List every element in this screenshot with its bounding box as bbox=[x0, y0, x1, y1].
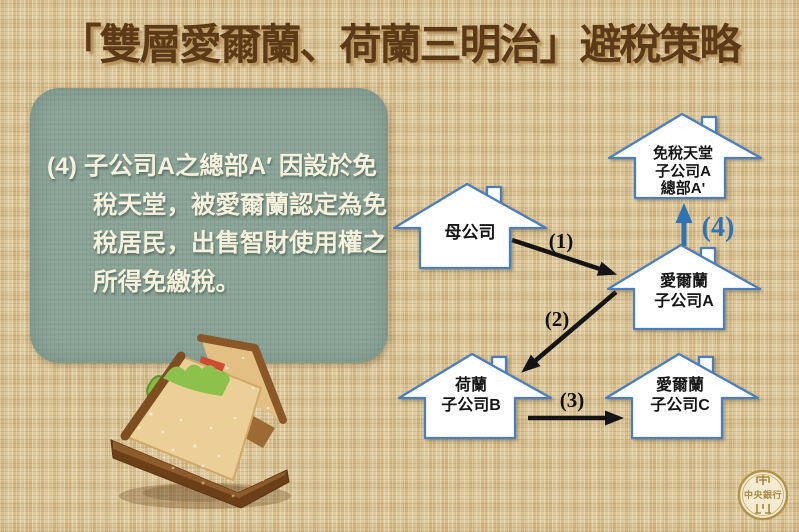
page-title: 「雙層愛爾蘭、荷蘭三明治」避稅策略 bbox=[59, 21, 741, 68]
arrow-2-label: (2) bbox=[545, 307, 570, 331]
arrow-1: (1) bbox=[511, 229, 618, 276]
house-netherlands-b: 荷蘭 子公司B bbox=[397, 352, 553, 440]
house-netherlands-b-label: 子公司B bbox=[441, 396, 501, 414]
arrow-4-label: (4) bbox=[702, 212, 735, 243]
house-icon bbox=[604, 352, 760, 440]
house-ireland-c-label: 子公司C bbox=[650, 396, 710, 414]
coin-emblem-icon bbox=[755, 475, 771, 514]
note-line: (4) 子公司A之總部A′ 因設於免 bbox=[47, 153, 377, 180]
arrow-4: (4) bbox=[675, 203, 735, 246]
house-ireland-a: 愛爾蘭 子公司A bbox=[606, 243, 762, 331]
house-parent-label: 母公司 bbox=[445, 223, 496, 242]
house-ireland-c: 愛爾蘭 子公司C bbox=[604, 352, 760, 440]
arrow-3: (3) bbox=[528, 388, 624, 426]
house-tax-haven-label: 免稅天堂 bbox=[653, 144, 713, 162]
house-ireland-a-label: 愛爾蘭 bbox=[660, 271, 708, 290]
house-tax-haven-label: 子公司A bbox=[655, 163, 711, 180]
house-icon bbox=[397, 352, 553, 440]
logo-text: 中央銀行 bbox=[744, 489, 782, 500]
house-tax-haven-label: 總部A' bbox=[661, 179, 705, 197]
house-parent: 母公司 bbox=[392, 182, 548, 270]
note-line: 所得免繳稅。 bbox=[93, 268, 240, 296]
note-line: 稅居民，出售智財使用權之 bbox=[93, 230, 387, 257]
house-netherlands-b-label: 荷蘭 bbox=[455, 375, 487, 394]
note-line: 稅天堂，被愛爾蘭認定為免 bbox=[93, 191, 387, 219]
arrow-1-label: (1) bbox=[549, 229, 574, 253]
central-bank-logo: 中央銀行 bbox=[737, 469, 789, 521]
arrow-2: (2) bbox=[521, 290, 618, 373]
house-tax-haven: 免稅天堂 子公司A 總部A' bbox=[607, 112, 763, 200]
arrow-3-label: (3) bbox=[560, 388, 585, 412]
note-box: (4) 子公司A之總部A′ 因設於免 稅天堂，被愛爾蘭認定為免 稅居民，出售智財… bbox=[30, 88, 388, 363]
house-ireland-c-label: 愛爾蘭 bbox=[656, 375, 704, 394]
house-ireland-a-label: 子公司A bbox=[654, 292, 714, 310]
sandwich-image bbox=[110, 334, 291, 509]
